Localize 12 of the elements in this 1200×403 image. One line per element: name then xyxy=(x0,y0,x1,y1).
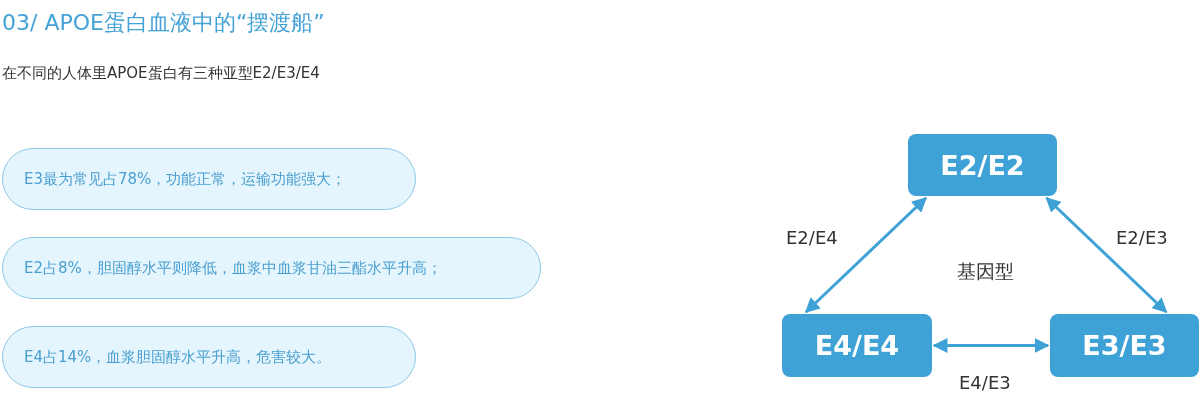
info-pill: E3最为常见占78%，功能正常，运输功能强大； xyxy=(2,148,416,210)
center-label: 基因型 xyxy=(957,259,1014,284)
double-arrow xyxy=(932,338,1050,353)
double-arrow xyxy=(804,196,927,314)
title: 03/ APOE蛋白血液中的“摆渡船” xyxy=(2,9,325,37)
info-pill: E2占8%，胆固醇水平则降低，血浆中血浆甘油三酯水平升高； xyxy=(2,237,541,299)
info-pill: E4占14%，血浆胆固醇水平升高，危害较大。 xyxy=(2,326,416,388)
genotype-box: E3/E3 xyxy=(1050,314,1199,377)
genotype-box: E4/E4 xyxy=(782,314,932,377)
genotype-box: E2/E2 xyxy=(908,134,1057,196)
subtitle: 在不同的人体里APOE蛋白有三种亚型E2/E3/E4 xyxy=(2,64,320,83)
double-arrow xyxy=(1045,196,1168,314)
